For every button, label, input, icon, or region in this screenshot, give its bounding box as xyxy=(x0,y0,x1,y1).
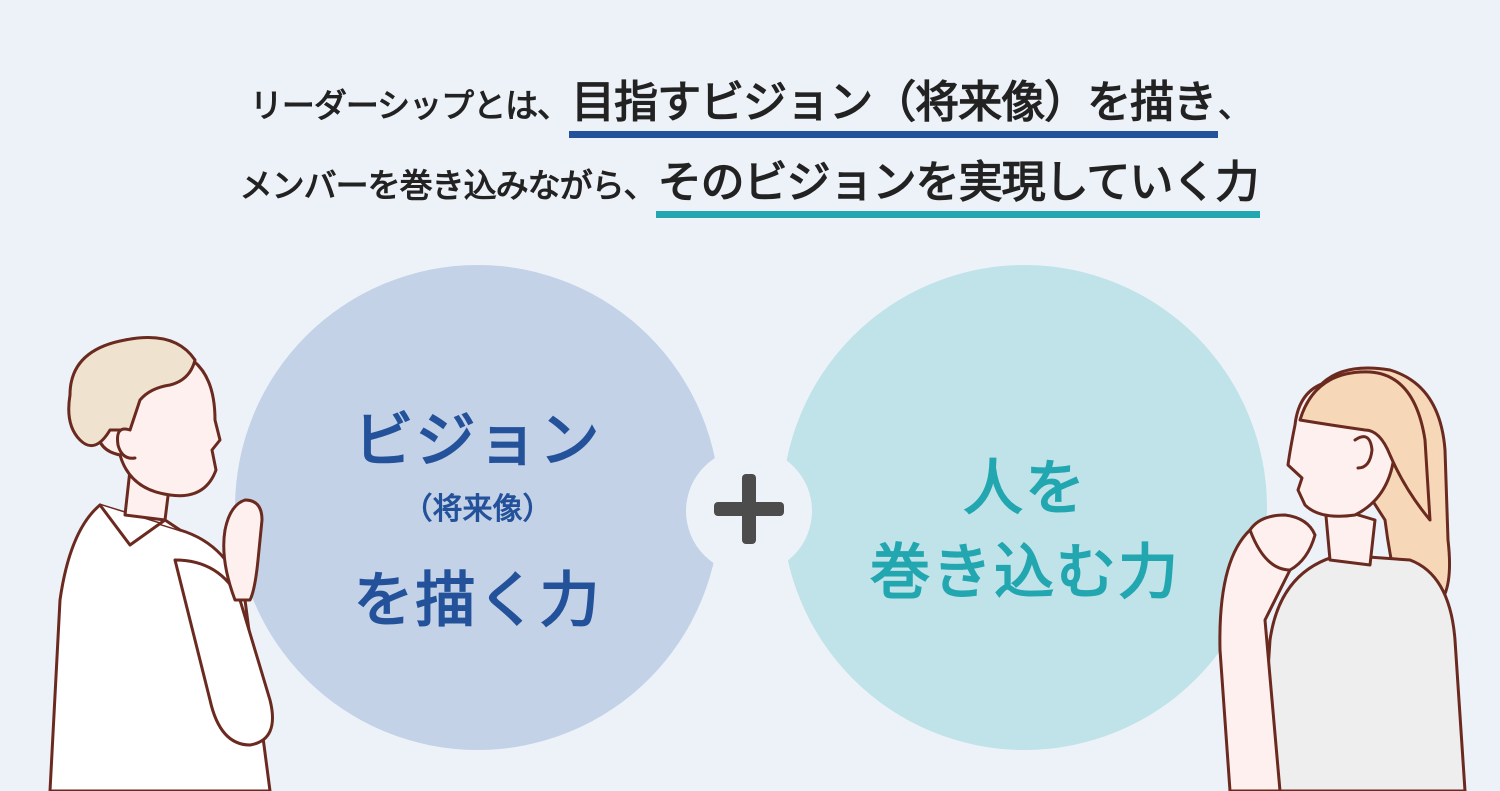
vision-subtitle: （将来像） xyxy=(402,492,553,527)
headline-line-1: リーダーシップとは、目指すビジョン（将来像）を描き、 xyxy=(0,77,1500,138)
headline-line-1-tail: 、 xyxy=(1218,86,1251,125)
people-circle xyxy=(782,265,1267,750)
thinking-man-illustration xyxy=(48,336,274,791)
plus-icon xyxy=(714,474,784,544)
people-bottom: 巻き込む力 xyxy=(870,538,1180,608)
vision-bottom: を描く力 xyxy=(353,566,602,636)
people-top: 人を xyxy=(963,454,1087,524)
vision-title: ビジョン xyxy=(353,406,602,476)
vision-circle xyxy=(235,265,720,750)
headline-line-2-emphasis: そのビジョンを実現していく力 xyxy=(655,157,1261,218)
headline-line-2-lead: メンバーを巻き込みながら、 xyxy=(239,166,657,205)
headline-line-2: メンバーを巻き込みながら、そのビジョンを実現していく力 xyxy=(0,157,1500,218)
headline-line-1-lead: リーダーシップとは、 xyxy=(249,86,570,125)
thinking-woman-illustration xyxy=(1218,366,1467,791)
headline-line-1-emphasis: 目指すビジョン（将来像）を描き xyxy=(569,77,1219,138)
